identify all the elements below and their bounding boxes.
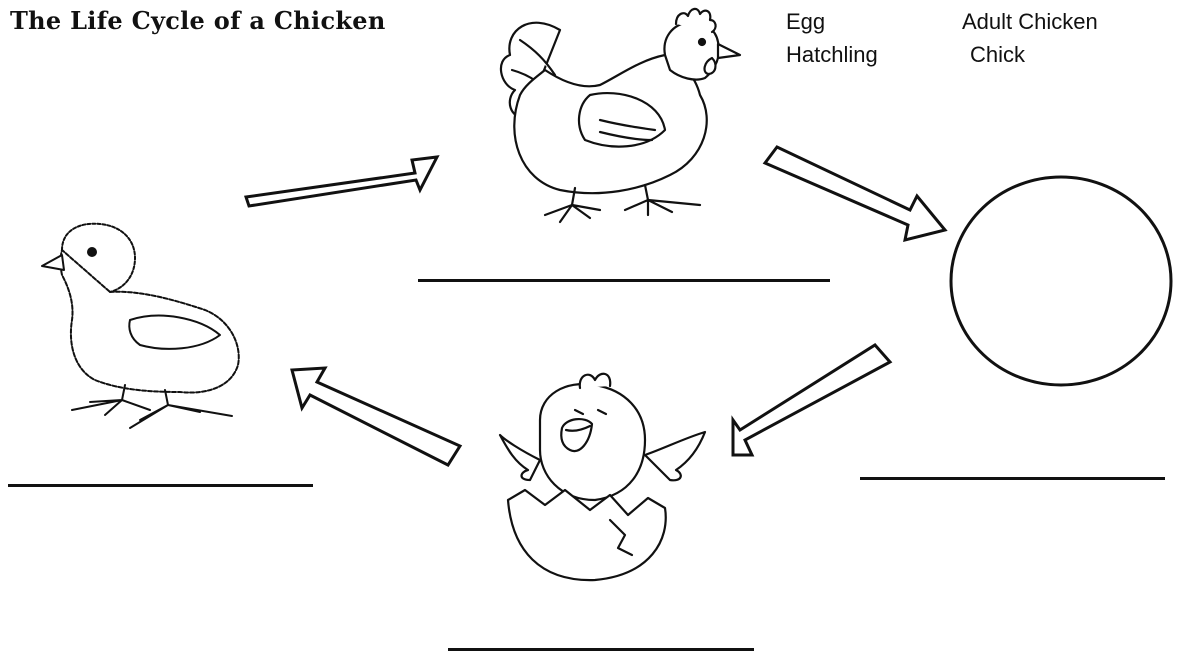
arrow-chick-to-hen — [246, 157, 437, 206]
arrow-hatchling-to-chick — [292, 368, 460, 465]
chick-icon — [42, 224, 239, 428]
blank-line-egg[interactable] — [860, 477, 1165, 480]
blank-line-chick[interactable] — [8, 484, 313, 487]
blank-line-hatchling[interactable] — [448, 648, 754, 651]
hen-icon — [501, 9, 740, 222]
hatchling-icon — [500, 374, 705, 580]
egg-icon — [951, 177, 1171, 385]
blank-line-hen[interactable] — [418, 279, 830, 282]
arrow-egg-to-hatchling — [733, 345, 890, 455]
arrow-hen-to-egg — [765, 147, 945, 240]
